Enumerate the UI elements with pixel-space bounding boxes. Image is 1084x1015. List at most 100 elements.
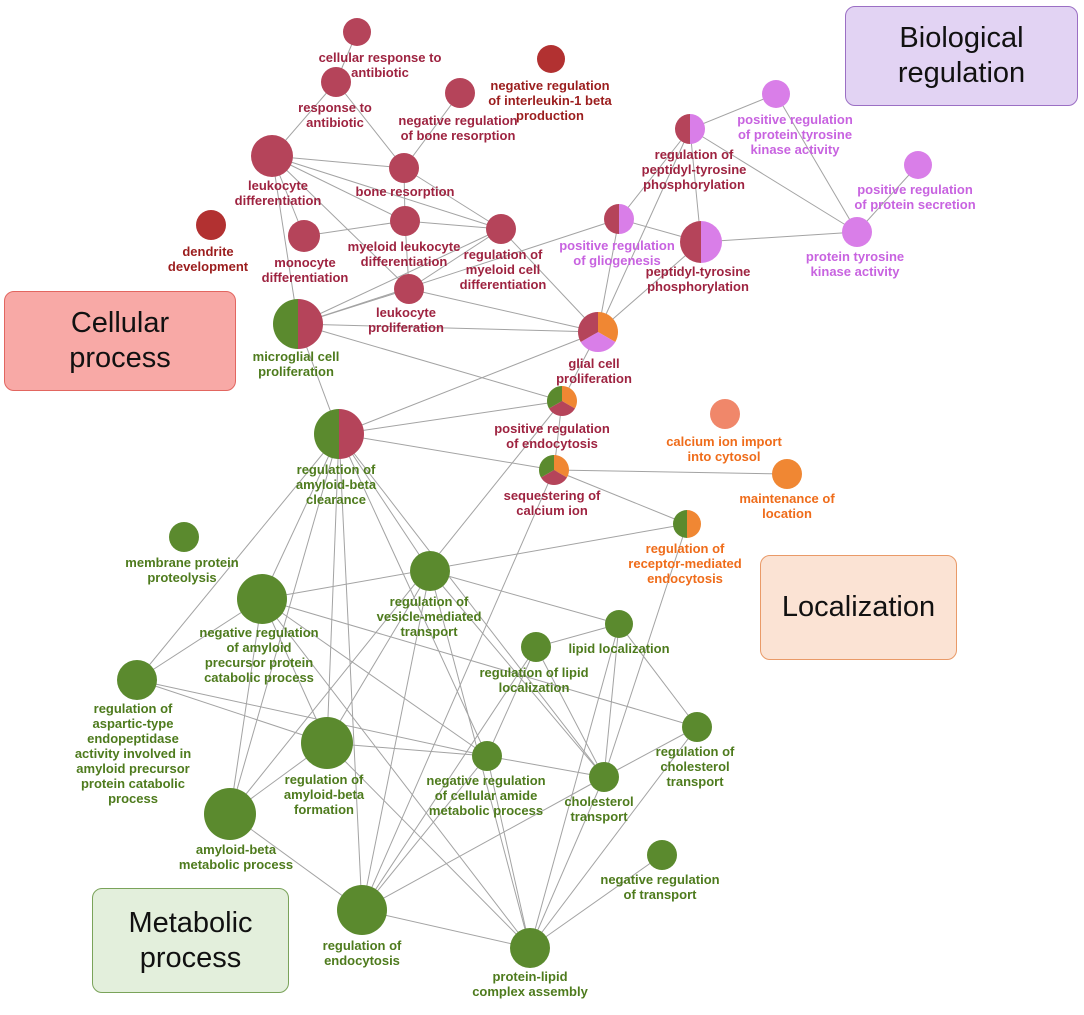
node-n10[interactable] — [486, 214, 516, 244]
node-label-line: location — [762, 506, 812, 521]
edge-n15-n18 — [856, 164, 919, 233]
node-n37[interactable] — [647, 840, 677, 870]
edge-n23-n24 — [553, 469, 788, 475]
node-n35[interactable] — [589, 762, 619, 792]
node-label-line: regulation of — [285, 772, 364, 787]
node-n4[interactable] — [445, 78, 475, 108]
node-n8[interactable] — [288, 220, 320, 252]
node-n20[interactable] — [547, 386, 577, 416]
node-label-line: proliferation — [556, 371, 632, 386]
edge-n17-n19 — [597, 241, 702, 333]
node-n36[interactable] — [204, 788, 256, 840]
node-label-line: proliferation — [258, 364, 334, 379]
edge-n20-n36 — [229, 400, 563, 815]
node-label-line: antibiotic — [306, 115, 364, 130]
node-circle-n8 — [288, 220, 320, 252]
node-n7[interactable] — [196, 210, 226, 240]
node-n27[interactable] — [237, 574, 287, 624]
node-n14[interactable] — [675, 114, 705, 144]
category-box-biological-regulation: Biological regulation — [845, 6, 1078, 106]
node-n15[interactable] — [904, 151, 932, 179]
node-circle-n18 — [842, 217, 872, 247]
node-label-line: protein-lipid — [492, 969, 567, 984]
node-n19[interactable] — [578, 312, 618, 352]
node-circle-n39 — [510, 928, 550, 968]
node-circle-n2 — [537, 45, 565, 73]
node-label-n29: lipid localization — [568, 641, 669, 656]
node-label-line: peptidyl-tyrosine — [646, 264, 751, 279]
node-circle-n36 — [204, 788, 256, 840]
node-slice-n12-0 — [273, 299, 298, 349]
node-label-line: metabolic process — [429, 803, 543, 818]
node-label-n6: bone resorption — [356, 184, 455, 199]
node-n31[interactable] — [117, 660, 157, 700]
node-n23[interactable] — [539, 455, 569, 485]
edge-n9-n10 — [404, 220, 502, 230]
category-box-localization: Localization — [760, 555, 957, 660]
node-n2[interactable] — [537, 45, 565, 73]
node-circle-n34 — [472, 741, 502, 771]
edge-n21-n28 — [338, 433, 431, 572]
node-n6[interactable] — [389, 153, 419, 183]
edge-n8-n9 — [303, 220, 406, 237]
node-label-line: differentiation — [361, 254, 448, 269]
node-slice-n25-0 — [673, 510, 687, 538]
node-label-line: negative regulation — [199, 625, 318, 640]
node-n9[interactable] — [390, 206, 420, 236]
edge-n23-n25 — [553, 469, 688, 525]
node-n5[interactable] — [251, 135, 293, 177]
node-label-line: negative regulation — [426, 773, 545, 788]
edge-n21-n27 — [261, 433, 340, 600]
node-n1[interactable] — [343, 18, 371, 46]
node-n16[interactable] — [604, 204, 634, 234]
node-n38[interactable] — [337, 885, 387, 935]
node-n30[interactable] — [521, 632, 551, 662]
node-n12[interactable] — [273, 299, 323, 349]
edge-n13-n14 — [689, 93, 777, 130]
node-circle-n27 — [237, 574, 287, 624]
node-n24[interactable] — [772, 459, 802, 489]
node-n39[interactable] — [510, 928, 550, 968]
category-box-cellular-process: Cellular process — [4, 291, 236, 391]
node-slice-n17-0 — [680, 221, 701, 263]
edge-n27-n36 — [229, 598, 263, 815]
node-label-line: transport — [666, 774, 724, 789]
edge-n5-n10 — [271, 155, 502, 230]
node-n33[interactable] — [301, 717, 353, 769]
node-n28[interactable] — [410, 551, 450, 591]
node-label-line: phosphorylation — [647, 279, 749, 294]
node-n26[interactable] — [169, 522, 199, 552]
node-n13[interactable] — [762, 80, 790, 108]
node-label-line: cholesterol — [660, 759, 729, 774]
node-circle-n32 — [682, 712, 712, 742]
node-label-line: localization — [499, 680, 570, 695]
node-n32[interactable] — [682, 712, 712, 742]
edge-n25-n35 — [603, 523, 688, 778]
edge-n13-n18 — [775, 93, 858, 233]
node-label-line: bone resorption — [356, 184, 455, 199]
node-n29[interactable] — [605, 610, 633, 638]
node-n17[interactable] — [680, 221, 722, 263]
node-n11[interactable] — [394, 274, 424, 304]
node-label-line: transport — [570, 809, 628, 824]
node-slice-n17-1 — [701, 221, 722, 263]
node-n22[interactable] — [710, 399, 740, 429]
node-n34[interactable] — [472, 741, 502, 771]
node-n18[interactable] — [842, 217, 872, 247]
edge-n29-n39 — [529, 623, 620, 949]
node-n25[interactable] — [673, 510, 701, 538]
edge-n34-n38 — [361, 755, 488, 911]
node-n3[interactable] — [321, 67, 351, 97]
node-label-line: differentiation — [460, 277, 547, 292]
edge-n4-n6 — [403, 92, 461, 169]
node-label-line: process — [108, 791, 158, 806]
node-n21[interactable] — [314, 409, 364, 459]
edge-n28-n33 — [326, 570, 431, 744]
node-label-line: transport — [400, 624, 458, 639]
